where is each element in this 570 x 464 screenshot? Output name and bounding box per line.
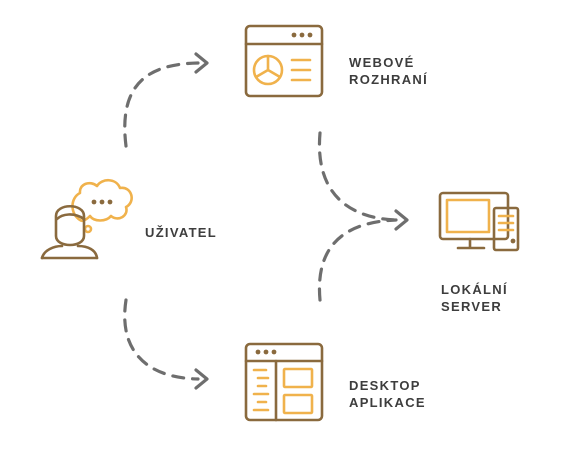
connector-user-to-desktop <box>123 298 209 390</box>
desktop-app-window-icon <box>244 342 324 422</box>
connector-desktop-to-server <box>317 218 398 302</box>
server-label-line2: SERVER <box>441 299 502 314</box>
arrowhead-to-server <box>394 209 409 231</box>
desktop-label-line2: APLIKACE <box>349 395 426 410</box>
web-label-line2: ROZHRANÍ <box>349 72 428 87</box>
connector-user-to-web <box>123 52 209 148</box>
server-label-line1: LOKÁLNÍ <box>441 282 508 297</box>
connector-web-to-server <box>317 131 398 222</box>
user-with-thought-bubble-icon <box>40 178 133 260</box>
computer-server-icon <box>438 191 520 252</box>
desktop-label-line1: DESKTOP <box>349 378 421 393</box>
browser-window-pie-chart-icon <box>244 24 324 98</box>
user-label: UŽIVATEL <box>145 225 217 240</box>
web-label-line1: WEBOVÉ <box>349 55 415 70</box>
